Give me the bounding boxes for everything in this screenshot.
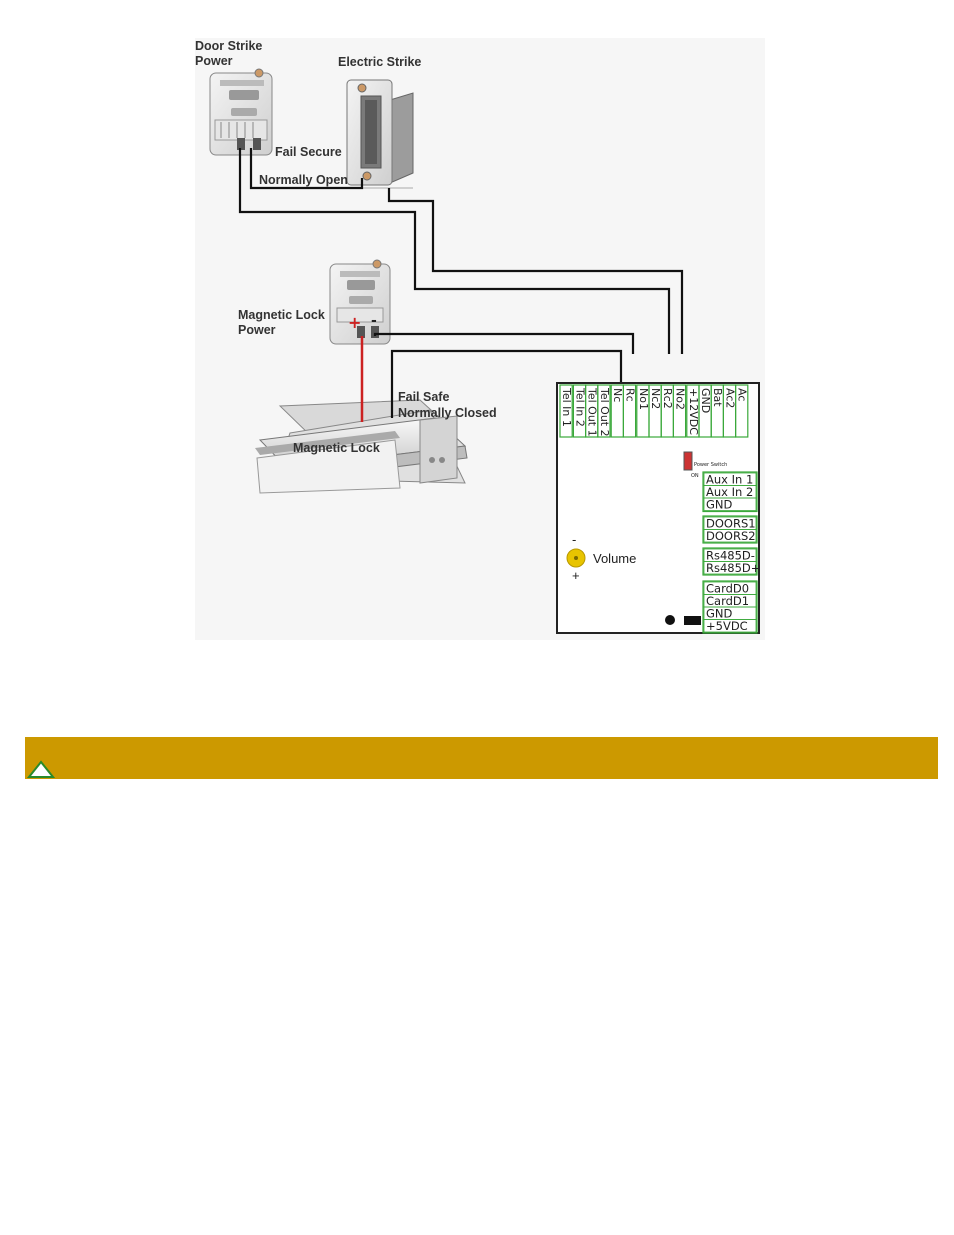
- right-terminal-label: Aux In 2: [706, 485, 753, 499]
- door-strike-power-label-2: Power: [195, 54, 233, 68]
- right-terminal-label: DOORS1: [706, 517, 756, 531]
- top-terminal-cell: [559, 384, 573, 438]
- electric-strike-device: [345, 79, 414, 189]
- fail-safe-label: Fail Safe: [398, 390, 449, 404]
- volume-label: Volume: [593, 551, 636, 566]
- top-terminal-label: Tel In 2: [573, 387, 586, 427]
- volume-knob-center: [574, 556, 578, 560]
- mag-lock-power-label-2: Power: [238, 323, 276, 337]
- right-terminal-label: DOORS2: [706, 529, 756, 543]
- right-terminal-cell: [703, 561, 757, 575]
- right-terminal-label: Rs485D+: [706, 561, 760, 575]
- section-header-bar: [25, 737, 938, 779]
- right-terminal-label: +5VDC: [706, 619, 748, 633]
- fail-secure-label: Fail Secure: [275, 145, 342, 159]
- terminal-group-rs485: [702, 547, 758, 576]
- mag-lock-power-label-1: Magnetic Lock: [238, 308, 325, 322]
- top-terminal-label: +12VDC: [687, 388, 700, 435]
- board-connector: [684, 616, 701, 625]
- top-terminal-label: Tel Out 1: [586, 387, 599, 437]
- wiring-diagram: Door Strike Power Electric Strike Fail S…: [195, 38, 765, 640]
- magnetic-lock-power-supply: [329, 259, 391, 345]
- volume-plus-label: +: [572, 568, 580, 583]
- top-terminal-cell: [672, 384, 687, 438]
- right-terminal-cell: [703, 497, 757, 511]
- top-terminal-label: Nc2: [649, 388, 662, 409]
- mag-power-plus-mark: +: [348, 313, 361, 332]
- top-terminal-label: No2: [673, 388, 686, 410]
- power-switch-label: Power Switch: [694, 462, 727, 468]
- top-terminal-label: Ac: [736, 388, 749, 401]
- terminal-group-aux: [702, 471, 758, 513]
- wire-mag-common: [390, 349, 623, 418]
- wire-strike-return: [387, 188, 684, 354]
- up-arrow-icon: [26, 760, 56, 778]
- wire-mag-negative: [373, 332, 635, 354]
- top-terminal-cell: [597, 384, 611, 438]
- wire-strike-normally-open: [249, 148, 364, 190]
- right-terminal-label: Rs485D-: [706, 549, 755, 563]
- wires: [238, 148, 684, 418]
- top-terminal-label: Tel Out 2: [598, 387, 611, 437]
- power-switch: [683, 451, 693, 471]
- wire-strike-power-feed: [238, 148, 671, 354]
- mag-power-minus-mark: -: [371, 313, 377, 329]
- power-switch-on-label: ON: [691, 473, 699, 479]
- top-terminal-label: Bat: [711, 388, 724, 407]
- top-terminal-label: No1: [637, 388, 650, 410]
- magnetic-lock-device: [255, 399, 468, 494]
- door-strike-power-supply: [209, 68, 273, 156]
- right-terminal-label: CardD0: [706, 582, 749, 596]
- top-terminal-label: Tel In 1: [560, 387, 573, 427]
- terminal-group-card: [702, 580, 758, 634]
- right-terminal-cell: [703, 619, 757, 633]
- top-terminal-label: GND: [699, 388, 712, 413]
- top-terminal-cell: [734, 384, 749, 438]
- right-terminal-label: GND: [706, 607, 733, 621]
- back-to-top-link[interactable]: [25, 757, 57, 779]
- normally-closed-label: Normally Closed: [398, 406, 497, 420]
- board-led: [665, 615, 675, 625]
- magnetic-lock-label: Magnetic Lock: [293, 441, 380, 455]
- top-terminal-label: Nc: [611, 388, 624, 402]
- controller-board: [556, 382, 760, 634]
- right-terminal-label: GND: [706, 498, 733, 512]
- top-terminal-label: Ac2: [723, 388, 736, 408]
- normally-open-label: Normally Open: [259, 173, 348, 187]
- top-terminal-label: Rc: [623, 388, 636, 402]
- right-terminal-label: CardD1: [706, 594, 749, 608]
- top-terminal-cell: [622, 384, 637, 438]
- right-terminal-label: Aux In 1: [706, 473, 753, 487]
- volume-minus-label: -: [572, 532, 576, 547]
- door-strike-power-label-1: Door Strike: [195, 39, 262, 53]
- top-terminal-label: Rc2: [661, 388, 674, 409]
- terminal-group-doors: [702, 515, 758, 544]
- right-terminal-cell: [703, 529, 757, 543]
- electric-strike-label: Electric Strike: [338, 55, 421, 69]
